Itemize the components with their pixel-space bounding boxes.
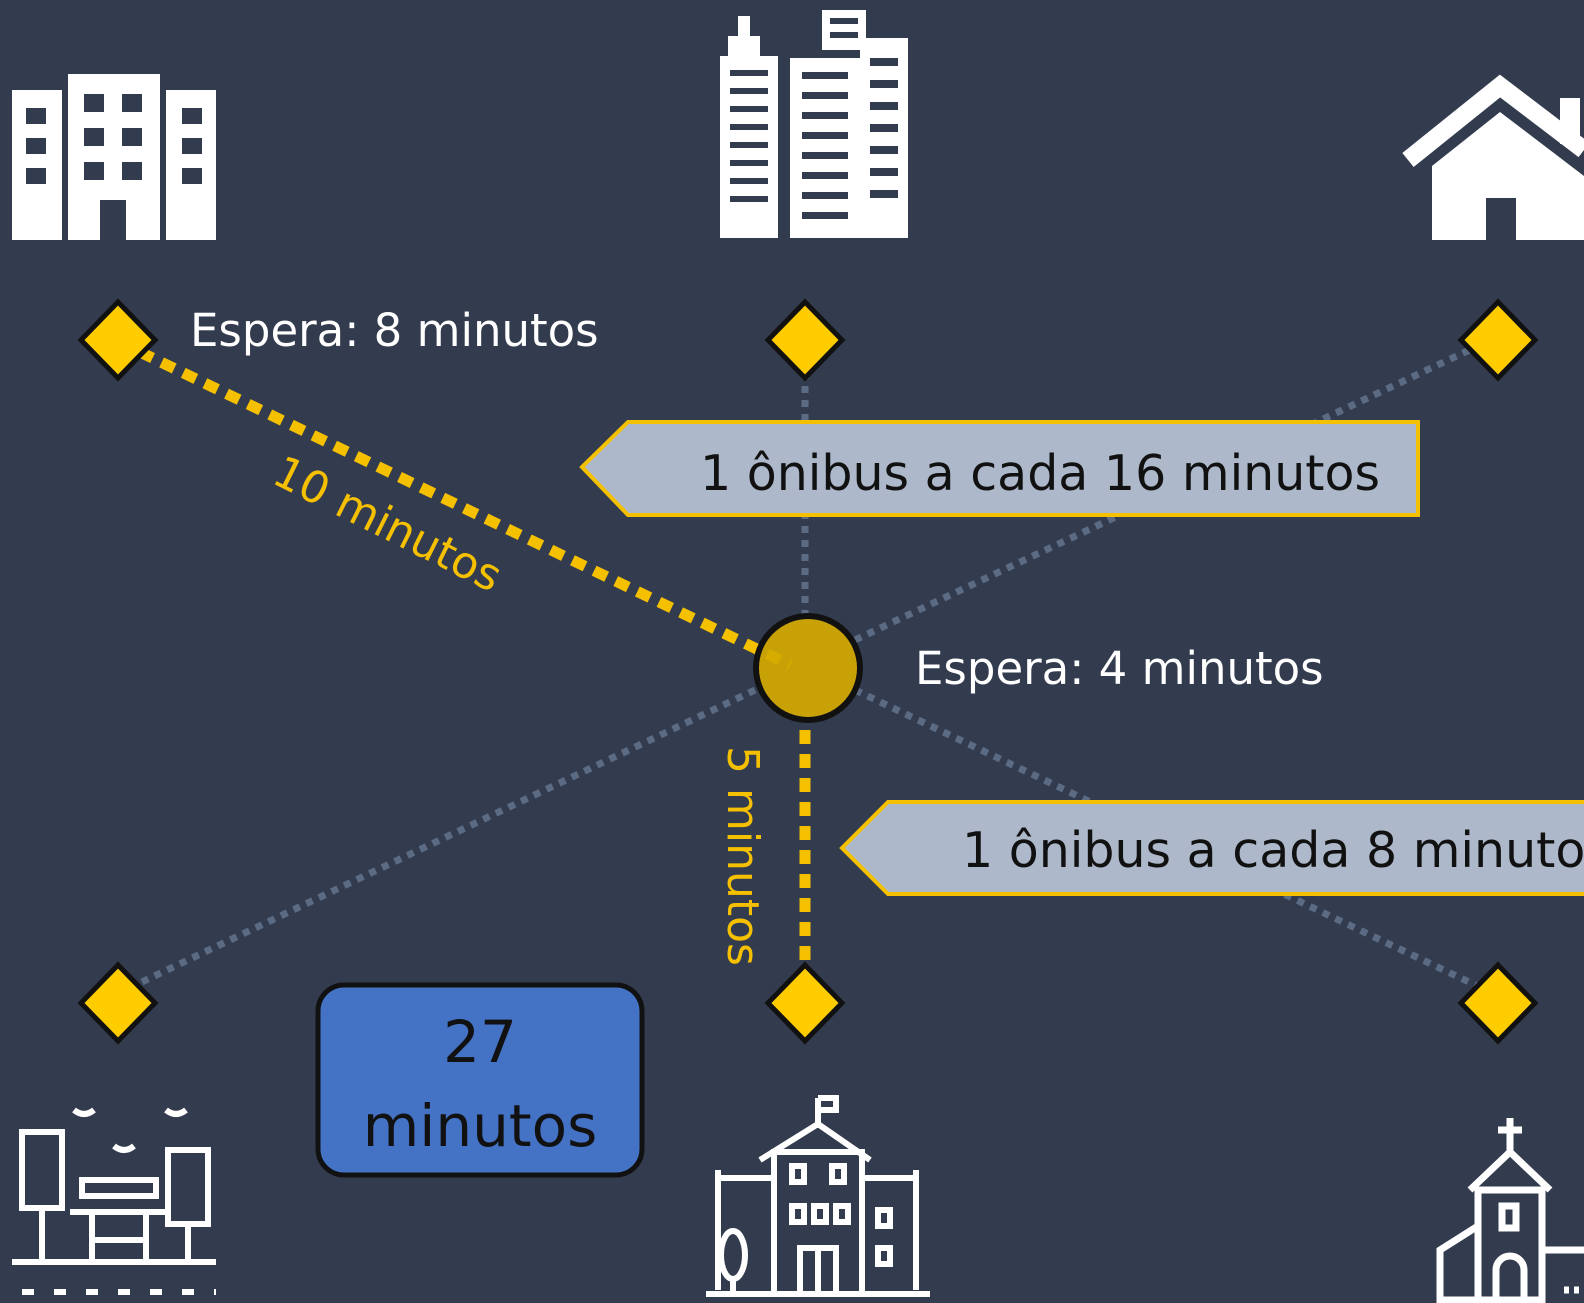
stops — [77, 298, 1539, 1045]
church-icon — [1436, 1118, 1584, 1303]
stop-bottom-right — [1457, 961, 1539, 1045]
transfer-hub — [753, 613, 863, 723]
park-icon — [12, 1107, 216, 1295]
callout-bottom: 1 ônibus a cada 8 minuto — [839, 800, 1584, 896]
total-time-unit: minutos — [363, 1092, 598, 1160]
wait-label-center: Espera: 4 minutos — [915, 642, 1324, 695]
wait-label-top-left: Espera: 8 minutos — [190, 304, 599, 357]
segment-label-vertical: 5 minutos — [717, 746, 768, 966]
callout-bottom-shape — [839, 800, 1584, 896]
total-time-box: 27 minutos — [315, 982, 645, 1178]
total-time-value: 27 — [443, 1008, 517, 1076]
active-route-diagonal — [137, 347, 793, 670]
stop-bottom-center — [764, 961, 846, 1045]
stop-top-left — [77, 298, 159, 382]
callout-top: 1 ônibus a cada 16 minutos — [579, 420, 1420, 517]
school-icon — [706, 1095, 930, 1297]
faint-route-to-bottom-left — [123, 686, 757, 994]
total-time-box-bg — [315, 982, 645, 1178]
active-routes — [137, 347, 811, 970]
skyscrapers-icon — [720, 10, 908, 238]
office-building-icon — [12, 74, 216, 240]
callout-bottom-text: 1 ônibus a cada 8 minuto — [962, 822, 1584, 879]
faint-route-to-top-right — [853, 341, 1482, 644]
house-icon — [1402, 74, 1584, 240]
stop-top-center — [764, 298, 846, 382]
stop-bottom-left — [77, 961, 159, 1045]
stop-top-right — [1457, 298, 1539, 382]
callout-top-text: 1 ônibus a cada 16 minutos — [700, 445, 1380, 502]
callout-top-shape — [579, 420, 1420, 517]
